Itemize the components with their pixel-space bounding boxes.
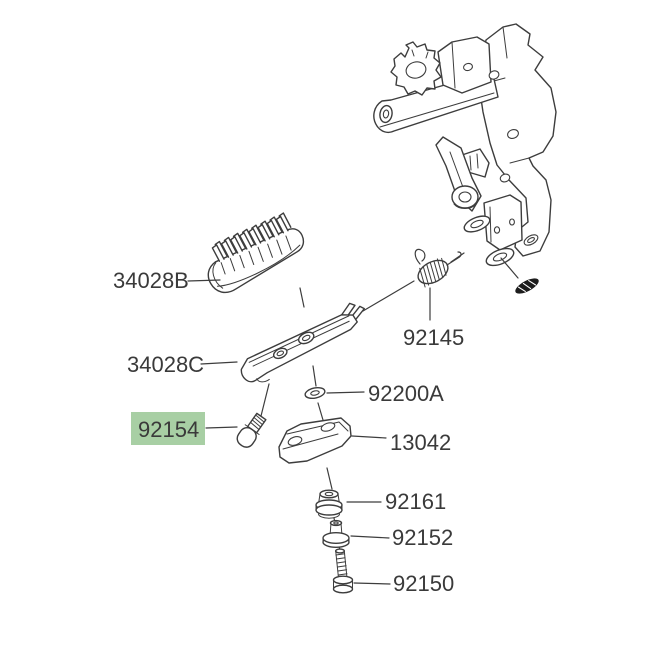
selected-part-highlight bbox=[131, 412, 205, 445]
bolt-illustration bbox=[332, 548, 354, 594]
leader-line bbox=[350, 535, 390, 539]
part-label-92145[interactable]: 92145 bbox=[403, 287, 464, 350]
washer-illustration bbox=[304, 386, 326, 400]
pin-illustration bbox=[515, 278, 539, 294]
leader-line bbox=[205, 426, 238, 429]
footpeg-base-illustration bbox=[240, 302, 365, 383]
spring-illustration bbox=[414, 248, 462, 288]
part-label-92152[interactable]: 92152 bbox=[350, 525, 453, 550]
damper-illustration bbox=[315, 489, 343, 519]
bracket-assembly-illustration bbox=[373, 23, 557, 294]
slider-illustration bbox=[278, 417, 352, 464]
part-label-92154-highlighted[interactable]: 92154 bbox=[131, 412, 238, 445]
part-number-text[interactable]: 34028B bbox=[113, 268, 189, 293]
part-label-92200A[interactable]: 92200A bbox=[326, 381, 444, 406]
part-label-13042[interactable]: 13042 bbox=[351, 430, 451, 455]
assembly-axis-lines bbox=[260, 252, 519, 551]
part-label-92161[interactable]: 92161 bbox=[346, 489, 446, 514]
leader-line bbox=[187, 279, 221, 282]
part-number-text[interactable]: 92145 bbox=[403, 325, 464, 350]
part-label-92150[interactable]: 92150 bbox=[353, 571, 454, 596]
part-label-34028C[interactable]: 34028C bbox=[127, 352, 238, 377]
leader-line bbox=[200, 361, 238, 365]
part-number-text[interactable]: 92154 bbox=[138, 417, 199, 442]
part-number-text[interactable]: 92161 bbox=[385, 489, 446, 514]
leader-line bbox=[353, 582, 391, 585]
part-number-text[interactable]: 92152 bbox=[392, 525, 453, 550]
collar-illustration bbox=[322, 519, 350, 549]
part-number-text[interactable]: 13042 bbox=[390, 430, 451, 455]
part-label-34028B[interactable]: 34028B bbox=[113, 268, 221, 293]
part-number-text[interactable]: 34028C bbox=[127, 352, 204, 377]
pin-92154-illustration bbox=[236, 412, 267, 448]
leader-line bbox=[326, 391, 365, 394]
part-number-text[interactable]: 92200A bbox=[368, 381, 444, 406]
part-number-text[interactable]: 92150 bbox=[393, 571, 454, 596]
footpeg-rubber-illustration bbox=[207, 212, 305, 294]
leader-line bbox=[351, 435, 387, 439]
